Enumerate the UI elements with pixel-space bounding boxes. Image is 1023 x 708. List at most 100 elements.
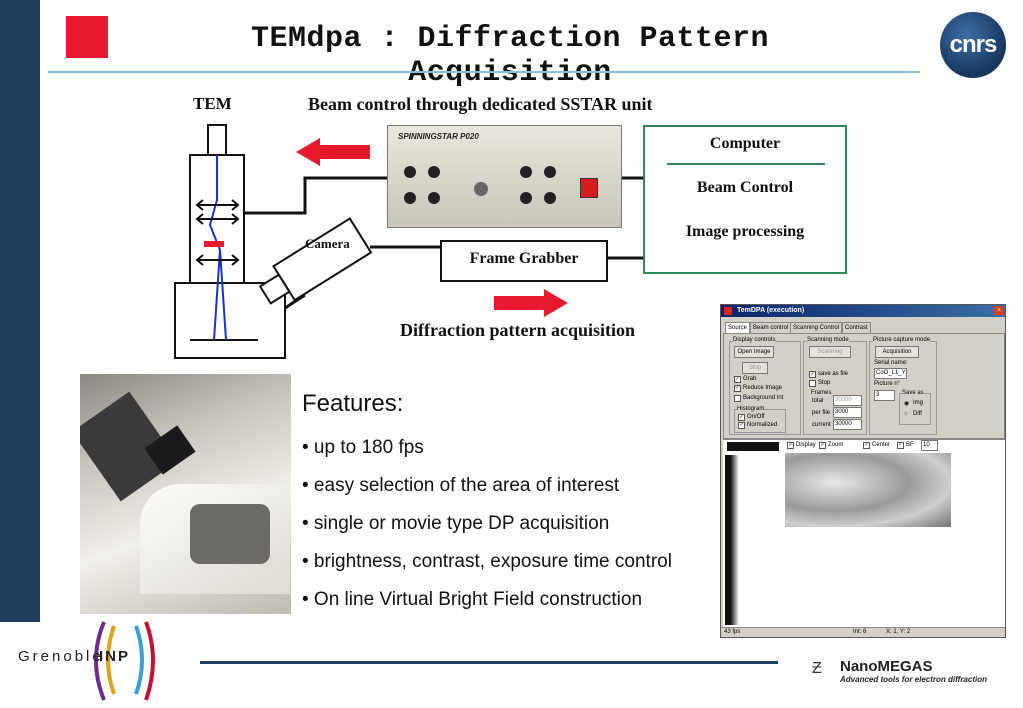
bf-input[interactable]: 10 [921,440,938,451]
save-as-group [899,393,931,425]
per-file-input[interactable]: 3000 [833,407,862,418]
red-arrow-right [494,289,568,317]
red-arrow-left [296,138,370,166]
tem-gun [207,124,227,156]
red-square-decor [66,16,108,58]
computer-box: Computer Beam Control Image processing [643,125,847,274]
reduce-image-label: Reduce Image [743,385,783,391]
zoom-checkbox[interactable]: ✓ [819,442,826,449]
computer-divider [667,163,825,165]
sstar-device: SPINNINGSTAR P020 [387,125,622,228]
frames-label: Frames [811,390,832,396]
tem-label: TEM [193,94,232,113]
tab-source[interactable]: Source [725,322,751,333]
feature-item: • up to 180 fps [302,437,424,458]
display-controls-title: Display controls [733,337,776,343]
center-checkbox[interactable]: ✓ [863,442,870,449]
fps-status: 43 fps [724,629,741,635]
save-as-file-label: save as file [818,371,849,377]
histogram-group [734,409,786,433]
total-label: total [812,398,824,404]
computer-title: Computer [709,135,781,152]
bright-field-image [785,453,951,527]
tab-scanning-control[interactable]: Scanning Control [790,322,843,333]
capture-mode-title: Picture capture mode [873,337,931,343]
temdpa-window: TemDPA (execution) × Source Beam control… [720,304,1006,638]
total-input[interactable]: 30000 [833,395,862,406]
features-heading: Features: [302,390,404,417]
bf-checkbox[interactable]: ✓ [897,442,904,449]
reduce-image-checkbox[interactable]: ✓ [734,385,741,392]
picture-n-input[interactable]: 3 [874,390,895,401]
zoom-label: Zoom [828,442,844,448]
feature-item: • single or movie type DP acquisition [302,513,610,534]
footer-divider [200,661,778,664]
sstar-label: Beam control through dedicated SSTAR uni… [308,94,653,114]
background-int-label: Background Int [743,395,784,401]
slide-title: TEMdpa : Diffraction Pattern Acquisition [250,22,770,90]
center-label: Center [872,442,891,448]
serial-name-label: Serial name: [874,360,908,366]
device-brand: SPINNINGSTAR P020 [398,132,479,141]
scanning-button[interactable]: Scanning [809,346,851,358]
background-int-checkbox[interactable] [734,395,741,402]
electron-beam [208,155,222,341]
cable-tem-sstar [244,176,388,215]
save-as-file-checkbox[interactable]: ✓ [809,371,816,378]
scanning-mode-title: Scanning mode [807,337,849,343]
current-input[interactable]: 30000 [833,419,862,430]
int-status: Int: 6 [853,629,867,635]
app-icon [724,307,732,315]
window-titlebar[interactable]: TemDPA (execution) × [721,305,1005,317]
grab-label: Grab [743,376,757,382]
acquisition-button[interactable]: Acquisition [875,346,919,358]
on-off-checkbox[interactable]: ✓ [738,414,745,421]
histogram-plot [725,455,739,625]
window-title: TemDPA (execution) [737,307,805,314]
current-label: current [812,422,831,428]
nanomegas-tagline: Advanced tools for electron diffraction [840,675,987,684]
nanomegas-logo-text: NanoMEGAS [840,658,933,675]
display-checkbox[interactable]: ✓ [787,442,794,449]
display-label: Display [796,442,816,448]
normalized-label: Normalized [747,422,778,428]
camera-label: Camera [305,236,350,251]
left-decor-band [0,0,40,622]
img-label: Img [913,400,924,406]
nanomegas-icon: Ƶ [812,660,822,677]
save-as-title: Save as [902,390,924,396]
serial-name-input[interactable]: CoO_L1_Y [874,368,907,379]
feature-item: • On line Virtual Bright Field construct… [302,589,643,610]
scan-stop-checkbox[interactable] [809,380,816,387]
feature-item: • brightness, contrast, exposure time co… [302,551,672,572]
camera-shape [258,217,373,305]
per-file-label: per file [812,410,831,416]
microscope-photo [80,374,291,614]
cable-camera [284,293,306,310]
power-switch [580,178,598,198]
histogram-strip [727,442,779,451]
bf-label: BF [906,442,914,448]
picture-n-label: Picture n° [874,381,901,387]
normalized-checkbox[interactable]: ✓ [738,422,745,429]
computer-image-processing: Image processing [685,223,805,240]
open-image-button[interactable]: Open Image [734,346,774,358]
xy-status: X: 1, Y: 2 [886,629,911,635]
tab-beam-control[interactable]: Beam control [750,322,792,333]
grab-checkbox[interactable]: ✓ [734,376,741,383]
close-icon[interactable]: × [994,306,1004,315]
computer-beam-control: Beam Control [696,179,794,196]
tem-chamber [174,282,286,359]
inp-logo-text: INP [99,648,131,665]
on-off-label: On/Off [747,414,765,420]
grenoble-inp-arcs [94,621,155,701]
status-bar: 43 fps Int: 6 X: 1, Y: 2 [721,627,1005,637]
frame-grabber-label: Frame Grabber [469,250,579,267]
img-radio[interactable]: ◉ [904,401,910,407]
diff-radio[interactable]: ○ [904,411,908,417]
tab-contrast[interactable]: Contrast [842,322,871,333]
title-divider [48,71,920,73]
stop-button[interactable]: Stop [742,362,768,374]
scan-stop-label: Stop [818,380,831,386]
diff-label: Diff [913,411,922,417]
